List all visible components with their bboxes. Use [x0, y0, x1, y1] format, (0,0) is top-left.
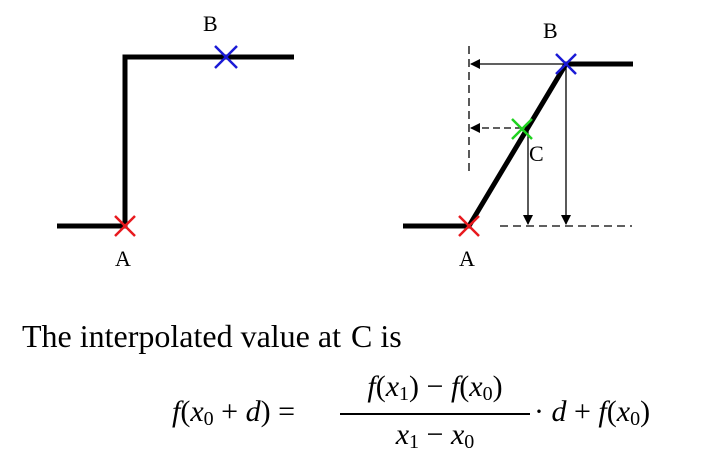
point-c-marker [511, 118, 533, 140]
point-b-label: B [543, 18, 558, 43]
step-curve [57, 54, 294, 229]
formula-rhs: · d + f(x0) [534, 395, 651, 430]
point-b-label: B [203, 11, 218, 36]
point-c-label: C [529, 141, 544, 166]
fraction-bar [340, 413, 530, 415]
interpolation-diagram: A B A B C [57, 11, 633, 271]
formula-lhs: f(x0 + d) = [172, 395, 296, 430]
caption-text: The interpolated value at [22, 318, 341, 354]
point-a-marker [114, 215, 136, 237]
caption-point-c: C is [350, 318, 402, 354]
linear-interpolation-diagram: A B C [403, 18, 633, 271]
point-a-marker [458, 215, 480, 237]
interpolation-curve [403, 61, 633, 229]
point-b-marker [214, 45, 238, 69]
point-a-label: A [459, 246, 475, 271]
point-a-label: A [115, 246, 131, 271]
step-function-diagram: A B [57, 11, 294, 271]
formula-numerator: f(x1) − f(x0) [367, 370, 503, 405]
formula-denominator: x1 − x0 [395, 418, 475, 453]
point-b-marker [555, 53, 577, 75]
